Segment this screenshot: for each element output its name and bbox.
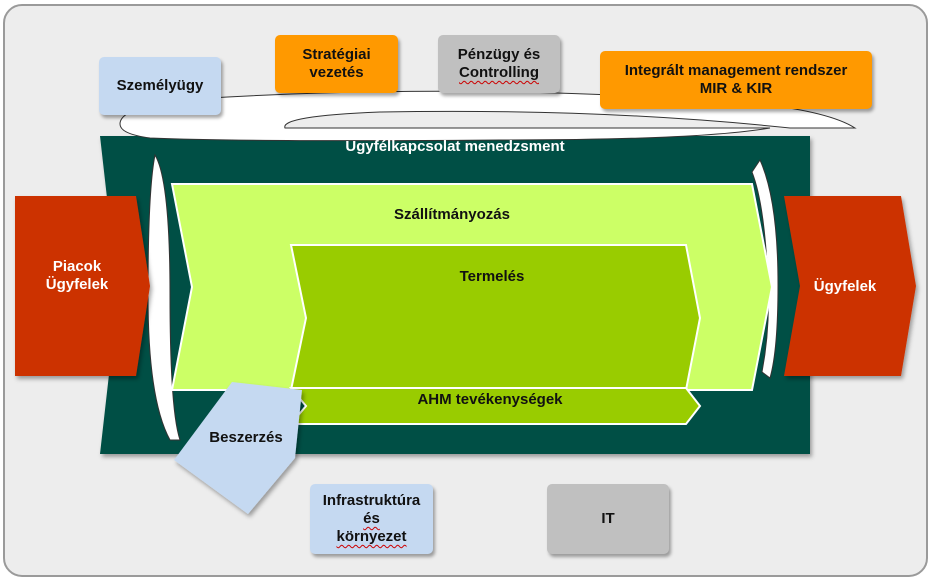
infrastructure-line1: Infrastruktúra: [322, 492, 421, 509]
left-loop-arrow: [147, 153, 181, 441]
customer-management-label: Ügyfélkapcsolat menedzsment: [345, 138, 565, 155]
production-label: Termelés: [459, 268, 525, 285]
input-arrow: [15, 196, 150, 376]
integrated-line1: Integrált management rendszer: [624, 62, 848, 79]
finance-line1: Pénzügy és: [457, 46, 541, 63]
input-label: Piacok Ügyfelek: [22, 258, 132, 294]
it-label: IT: [601, 510, 615, 527]
output-label: Ügyfelek: [813, 278, 877, 295]
finance-box: Pénzügy és Controlling: [438, 35, 560, 93]
procurement-label: Beszerzés: [209, 429, 283, 446]
input-label-line2: Ügyfelek: [45, 276, 109, 293]
strategy-line2: vezetés: [309, 64, 364, 81]
infrastructure-line2: és: [363, 510, 380, 527]
infrastructure-line3: környezet: [336, 528, 407, 545]
procurement-shape: [174, 382, 302, 514]
hr-label: Személyügy: [116, 77, 204, 94]
strategy-line1: Stratégiai: [302, 46, 371, 63]
strategy-box: Stratégiai vezetés: [275, 35, 398, 93]
ahm-chevron: [288, 387, 702, 425]
hr-box: Személyügy: [99, 57, 221, 115]
ahm-label: AHM tevékenységek: [417, 391, 563, 408]
input-label-line1: Piacok: [52, 258, 102, 275]
output-arrow: [784, 196, 916, 376]
infrastructure-box: Infrastruktúra és környezet: [310, 484, 433, 554]
right-loop-arrow: [751, 158, 779, 379]
it-box: IT: [547, 484, 669, 554]
integrated-line2: MIR & KIR: [699, 80, 773, 97]
integrated-box: Integrált management rendszer MIR & KIR: [600, 51, 872, 109]
transport-label: Szállítmányozás: [394, 206, 510, 223]
production-chevron: [289, 244, 702, 391]
finance-line2: Controlling: [459, 64, 539, 81]
